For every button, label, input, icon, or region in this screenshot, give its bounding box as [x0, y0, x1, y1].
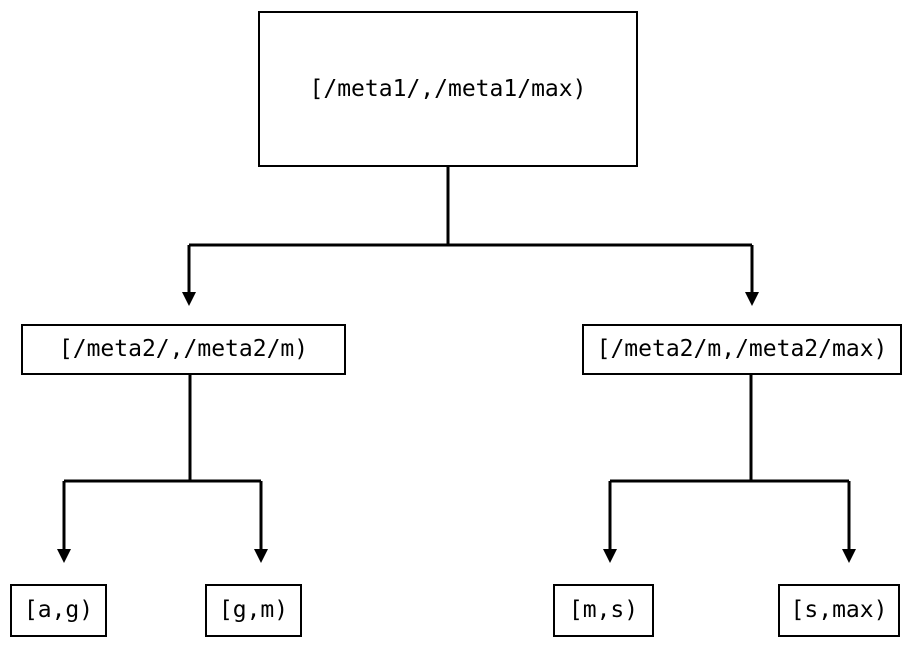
- arrowhead-to-leaf-ag: [57, 549, 71, 563]
- node-leaf-g-m[interactable]: [g,m): [205, 584, 302, 637]
- arrowhead-to-leaf-ms: [603, 549, 617, 563]
- node-leaf-a-g-label: [a,g): [23, 597, 94, 623]
- arrowhead-to-leaf-smax: [842, 549, 856, 563]
- node-leaf-s-max-label: [s,max): [790, 597, 888, 623]
- node-leaf-g-m-label: [g,m): [218, 597, 289, 623]
- node-mid-left-label: [/meta2/,/meta2/m): [58, 336, 309, 362]
- node-mid-left-interval[interactable]: [/meta2/,/meta2/m): [21, 324, 346, 375]
- arrowhead-to-leaf-gm: [254, 549, 268, 563]
- node-mid-right-label: [/meta2/m,/meta2/max): [596, 336, 888, 362]
- node-root-interval[interactable]: [/meta1/,/meta1/max): [258, 11, 638, 167]
- node-root-label: [/meta1/,/meta1/max): [309, 75, 587, 102]
- arrowhead-to-mid-left: [182, 292, 196, 306]
- node-mid-right-interval[interactable]: [/meta2/m,/meta2/max): [582, 324, 902, 375]
- node-leaf-m-s-label: [m,s): [568, 597, 639, 623]
- node-leaf-m-s[interactable]: [m,s): [553, 584, 654, 637]
- node-leaf-a-g[interactable]: [a,g): [10, 584, 107, 637]
- arrowhead-to-mid-right: [745, 292, 759, 306]
- node-leaf-s-max[interactable]: [s,max): [778, 584, 900, 637]
